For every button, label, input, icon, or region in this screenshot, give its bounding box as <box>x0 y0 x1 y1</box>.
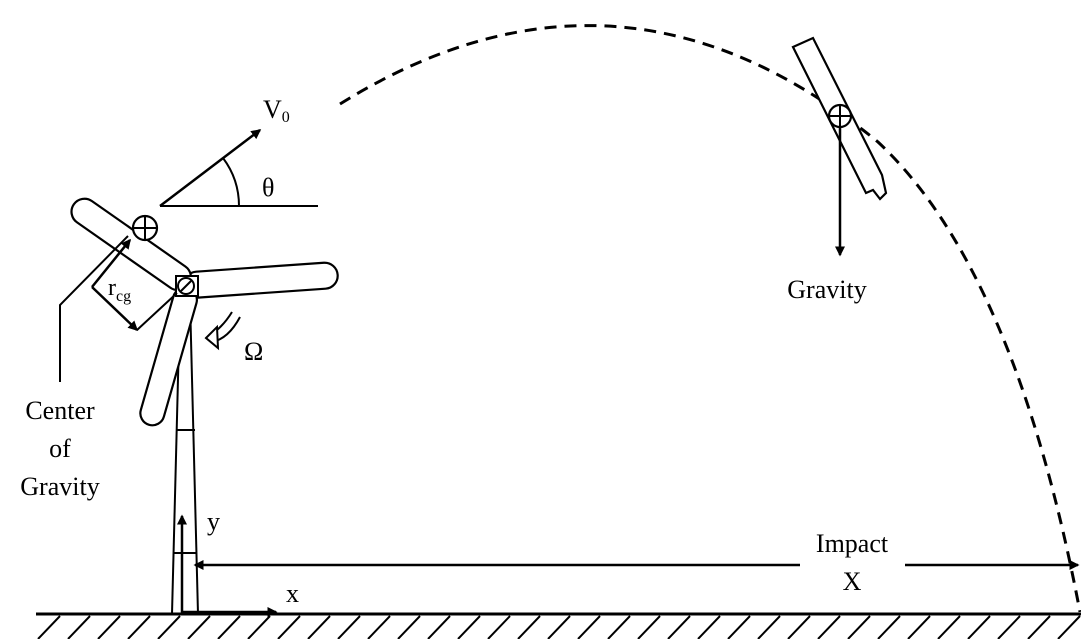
cog-label-line2: of <box>49 434 71 463</box>
cog-leader-line <box>59 235 129 382</box>
blade-right <box>182 261 339 299</box>
omega-label: Ω <box>244 337 263 366</box>
impact-label-line2: X <box>843 567 862 596</box>
theta-label: θ <box>262 173 274 202</box>
r-cg-extension <box>136 292 178 331</box>
rotor <box>70 197 339 427</box>
axes: y x <box>177 507 299 617</box>
ground-hatching <box>37 615 1081 639</box>
rotation-arrow <box>204 311 241 351</box>
r-cg-label: rcg <box>108 275 131 305</box>
launch-velocity: V0 θ <box>159 95 318 207</box>
v0-arrow <box>159 129 262 207</box>
impact-distance: Impact X <box>193 529 1080 596</box>
r-cg-line-upper <box>91 238 131 288</box>
r-cg-line-lower <box>91 286 139 332</box>
cog-label-line3: Gravity <box>20 472 99 501</box>
hub-mark <box>180 280 192 292</box>
gravity-label: Gravity <box>787 275 866 304</box>
theta-arc <box>222 157 240 207</box>
tower-right-edge <box>189 299 199 615</box>
y-axis-label: y <box>207 507 220 536</box>
ground <box>36 612 1081 639</box>
blade-trajectory <box>339 24 1081 613</box>
r-cg-dimension: rcg <box>91 238 178 332</box>
center-of-gravity-symbol <box>131 214 159 242</box>
blade-lower <box>139 286 198 427</box>
impact-label-line1: Impact <box>816 529 889 558</box>
x-axis-label: x <box>286 579 299 608</box>
v0-label: V0 <box>263 95 290 126</box>
cog-label-line1: Center <box>25 396 95 425</box>
